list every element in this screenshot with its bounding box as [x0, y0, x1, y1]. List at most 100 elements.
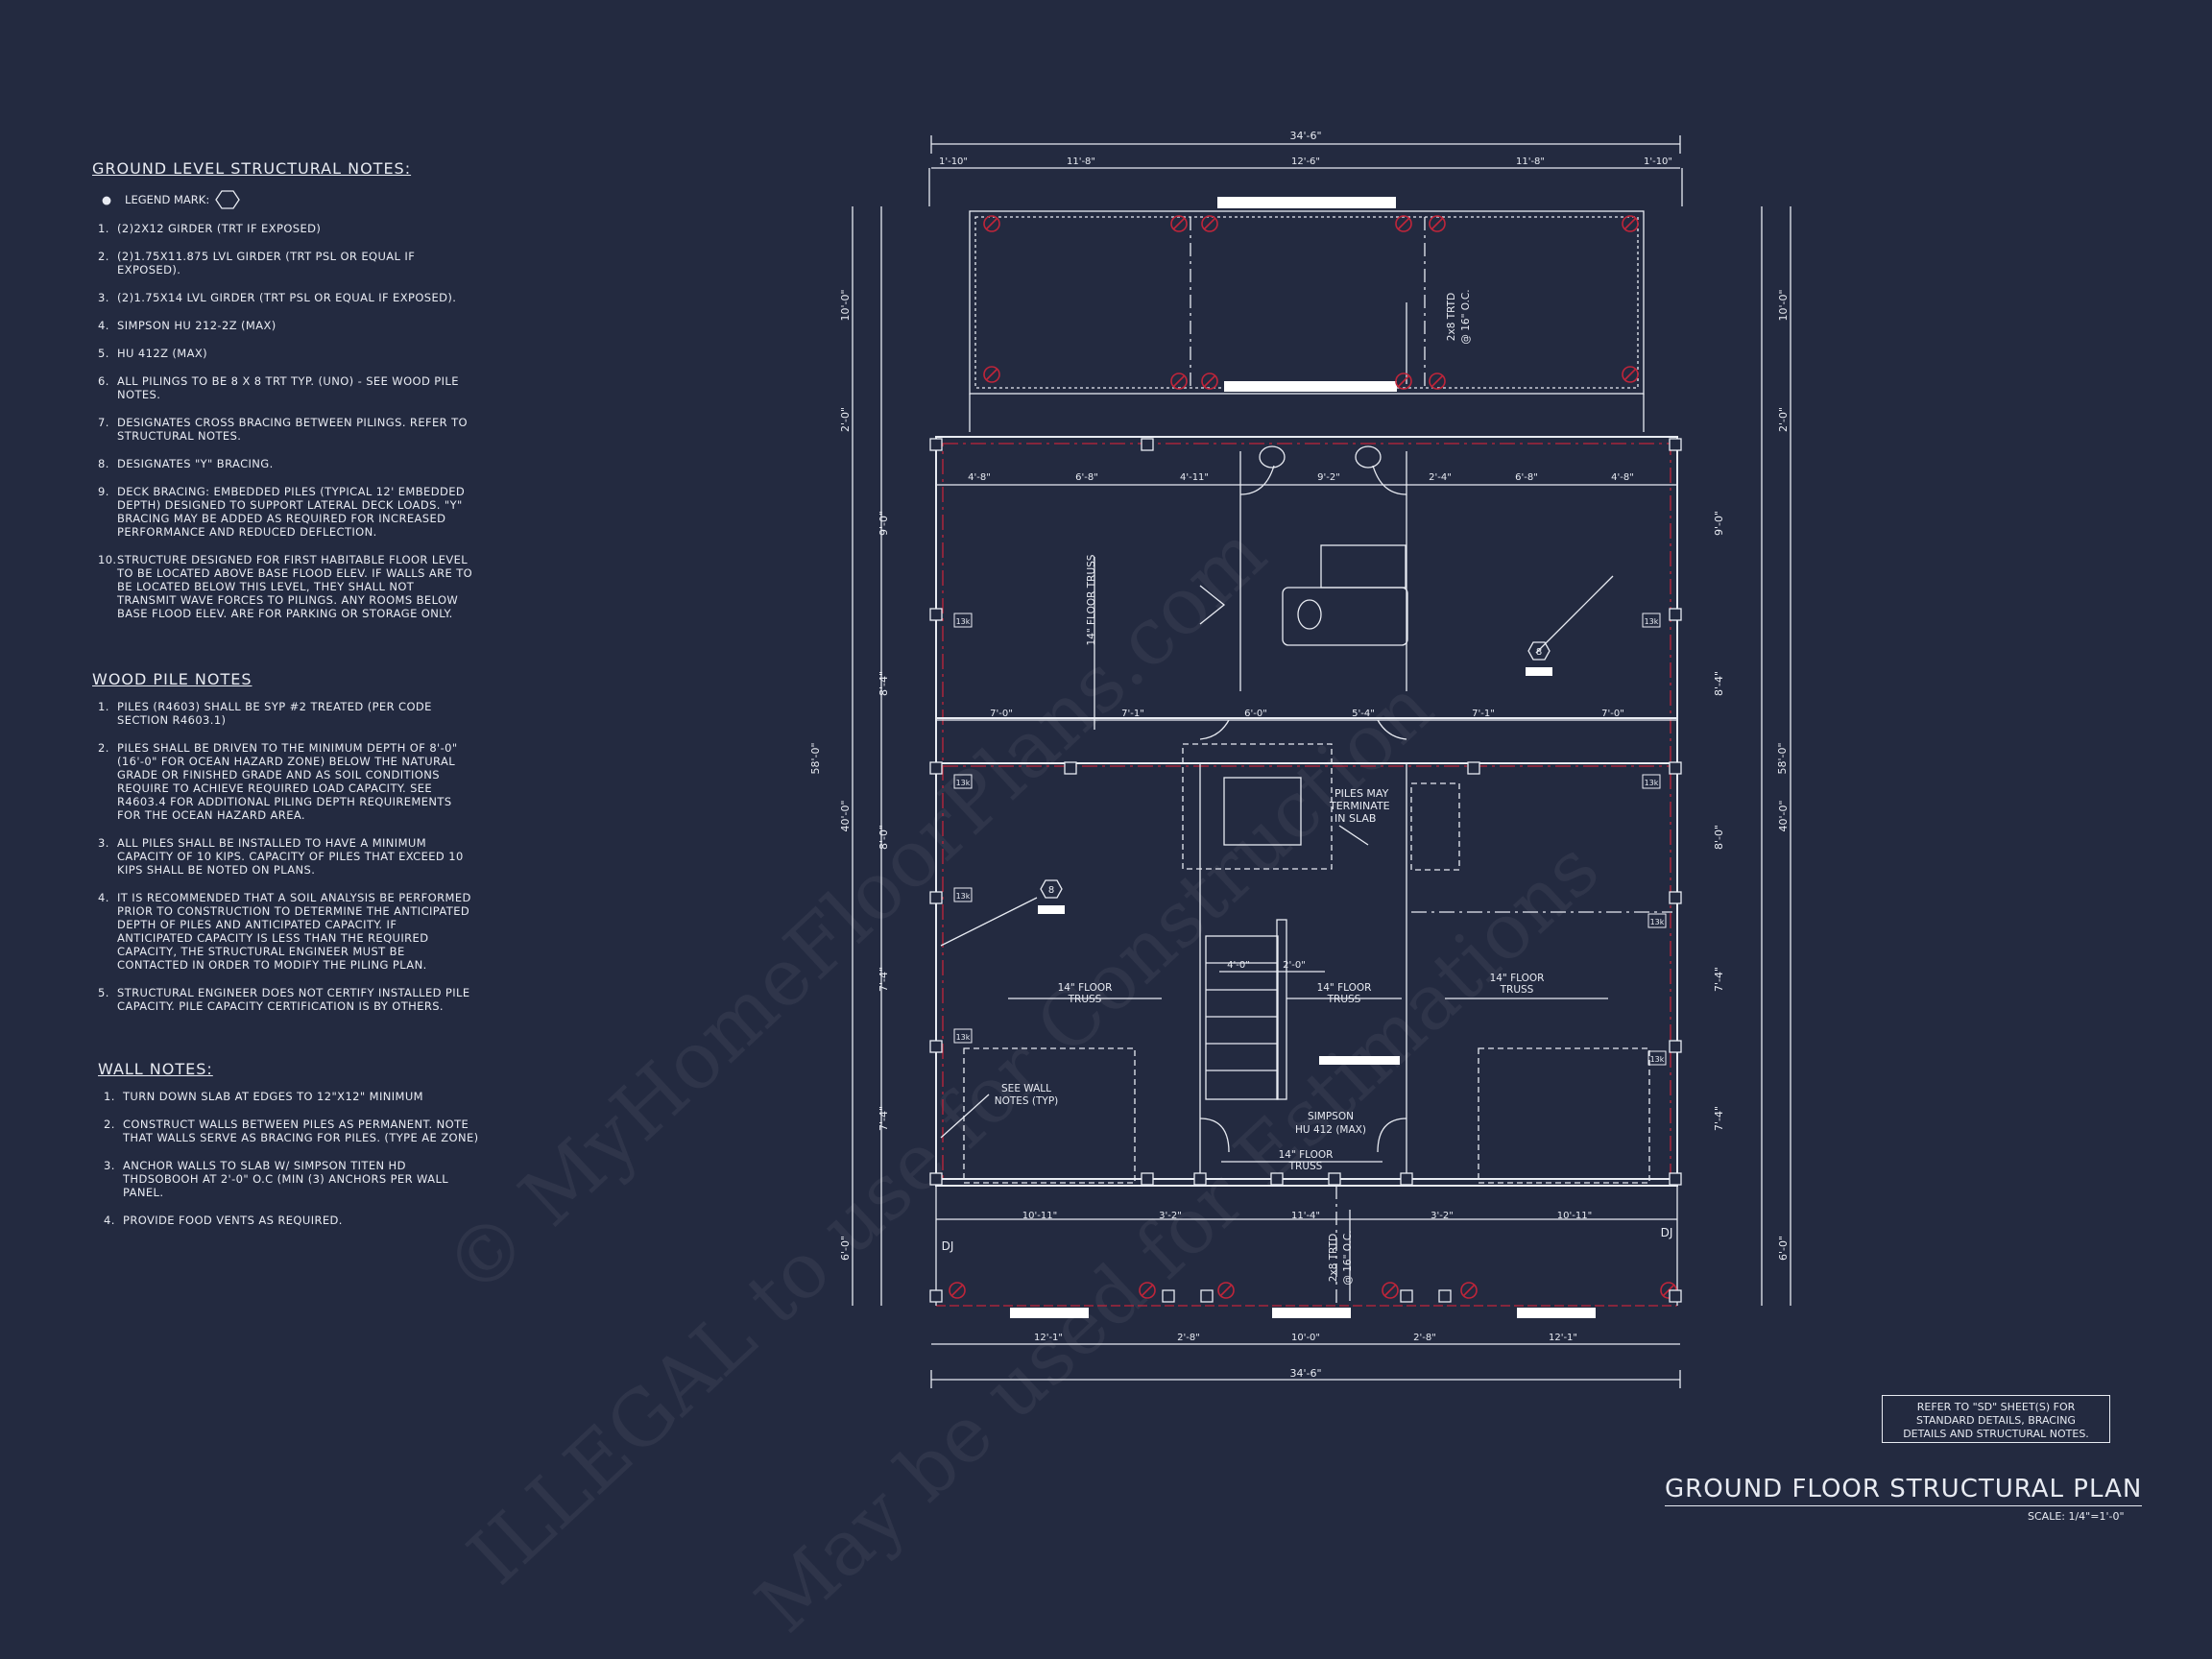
ground-note-item: 5. HU 412Z (MAX): [92, 347, 476, 360]
deck-joist-label: 2x8 TRTD: [1446, 293, 1457, 341]
note-number: 2.: [98, 741, 109, 755]
dimension-label: 10'-0": [839, 289, 852, 321]
dimension-label: 1'-10": [939, 156, 968, 167]
bracing-mark-icon: [1203, 374, 1216, 388]
piles-terminate-label: TERMINATE: [1329, 800, 1390, 812]
reference-note-line: DETAILS AND STRUCTURAL NOTES.: [1903, 1428, 2089, 1440]
dimension-label: 9'-0": [878, 511, 890, 536]
bracing-mark-icon: [1141, 1284, 1154, 1297]
dimension-label: 12'-1": [1034, 1333, 1063, 1343]
bracing-mark-icon: [985, 217, 998, 230]
dimension-label: 2'-0": [839, 407, 852, 432]
dimension-label: 2'-0": [1777, 407, 1790, 432]
note-number: 1.: [98, 222, 109, 235]
label-mask: [1319, 1056, 1400, 1065]
dimension-label: 4'-0": [1227, 960, 1250, 971]
see-wall-label: NOTES (TYP): [995, 1095, 1059, 1107]
beam-tag-13k: [953, 774, 973, 789]
pile-marker: [1193, 1172, 1207, 1186]
bracing-mark-icon: [1219, 1284, 1233, 1297]
pile-marker: [1669, 1172, 1682, 1186]
pile-marker: [929, 761, 943, 775]
pile-marker: [1669, 761, 1682, 775]
bracing-mark-icon: [1395, 373, 1412, 390]
pile-marker: [1669, 1040, 1682, 1053]
overall-depth-label: 58'-0": [1776, 742, 1789, 774]
pile-marker: [929, 1040, 943, 1053]
note-text: PROVIDE FOOD VENTS AS REQUIRED.: [123, 1214, 343, 1227]
pile-marker: [1467, 761, 1480, 775]
bracing-mark-icon: [1203, 217, 1216, 230]
wood-note-item: 1.PILES (R4603) SHALL BE SYP #2 TREATED …: [92, 700, 476, 727]
dimension-label: 11'-8": [1516, 156, 1545, 167]
note-text: SIMPSON HU 212-2Z (MAX): [117, 319, 276, 332]
wood-note-item: 2.PILES SHALL BE DRIVEN TO THE MINIMUM D…: [92, 741, 476, 822]
dimension-label: 6'-8": [1075, 472, 1098, 483]
dimension-label: 40'-0": [839, 800, 852, 831]
dimension-label: 8'-4": [878, 671, 890, 696]
bracing-mark-icon: [1170, 373, 1188, 390]
wall-notes-list: 1.TURN DOWN SLAB AT EDGES TO 12"X12" MIN…: [98, 1090, 482, 1227]
wood-notes-list: 1.PILES (R4603) SHALL BE SYP #2 TREATED …: [92, 700, 476, 1013]
dimension-label: 10'-11": [1557, 1211, 1592, 1221]
hexagon-mark-label: 8: [1536, 647, 1542, 658]
beam-tag-13k-label: 13k: [956, 1033, 971, 1042]
overall-width-label: 34'-6": [1289, 1367, 1321, 1380]
sheet-scale: SCALE: 1/4"=1'-0": [2028, 1510, 2125, 1523]
pile-marker: [1400, 1289, 1413, 1303]
dimension-label: 6'-8": [1515, 472, 1538, 483]
dimension-label: 7'-4": [878, 967, 890, 992]
pile-marker: [1270, 1172, 1284, 1186]
reference-note-line: REFER TO "SD" SHEET(S) FOR: [1916, 1401, 2076, 1413]
dimension-label: 8'-4": [1713, 671, 1725, 696]
beam-tag-13k-label: 13k: [1645, 779, 1659, 787]
wall-note-item: 3.ANCHOR WALLS TO SLAB W/ SIMPSON TITEN …: [98, 1159, 482, 1199]
simpson-label: HU 412 (MAX): [1295, 1124, 1366, 1136]
dimension-label: 2'-4": [1429, 472, 1452, 483]
bracing-mark-icon: [1382, 1282, 1399, 1299]
note-number: 9.: [98, 485, 109, 498]
floor-truss-label: 14" FLOOR: [1058, 982, 1113, 994]
beam-tag-13k-label: 13k: [1650, 918, 1665, 926]
dimension-label: 2'-8": [1177, 1333, 1200, 1343]
note-number: 3.: [98, 836, 109, 850]
floor-truss-label: 14" FLOOR: [1317, 982, 1372, 994]
simpson-label: SIMPSON: [1308, 1111, 1354, 1122]
note-text: STRUCTURE DESIGNED FOR FIRST HABITABLE F…: [117, 553, 473, 620]
note-number: 8.: [98, 457, 109, 470]
bracing-mark-icon: [1623, 368, 1637, 381]
ground-note-item: 7.DESIGNATES CROSS BRACING BETWEEN PILIN…: [92, 416, 476, 443]
note-text: DESIGNATES "Y" BRACING.: [117, 457, 274, 470]
wood-note-item: 3.ALL PILES SHALL BE INSTALLED TO HAVE A…: [92, 836, 476, 877]
pile-marker: [1669, 891, 1682, 904]
note-text: ALL PILINGS TO BE 8 x 8 TRT TYP. (UNO) -…: [117, 374, 459, 401]
dimension-label: 8'-0": [1713, 825, 1725, 850]
note-text: (2)1.75X14 LVL GIRDER (TRT PSL OR EQUAL …: [117, 291, 457, 304]
bracing-mark-icon: [1431, 217, 1444, 230]
deck-joist-label: @ 16" O.C.: [1342, 1230, 1354, 1285]
label-mask: [1224, 381, 1397, 392]
overall-depth-label: 58'-0": [809, 742, 822, 774]
wood-note-item: 4.IT IS RECOMMENDED THAT A SOIL ANALYSIS…: [92, 891, 476, 972]
note-text: HU 412Z (MAX): [117, 347, 208, 360]
note-text: DECK BRACING: EMBEDDED PILES (TYPICAL 12…: [117, 485, 466, 539]
legend-label: LEGEND MARK:: [125, 193, 210, 206]
label-mask: [1010, 1308, 1089, 1318]
note-number: 2.: [98, 250, 109, 263]
floor-truss-label: 14" FLOOR: [1279, 1149, 1334, 1161]
pile-marker: [1438, 1289, 1452, 1303]
bracing-mark-icon: [1201, 373, 1218, 390]
floor-truss-label: 14" FLOOR TRUSS: [1086, 554, 1097, 645]
bracing-mark-icon: [1397, 374, 1410, 388]
note-number: 5.: [98, 347, 109, 360]
dimension-label: 10'-11": [1022, 1211, 1057, 1221]
wall-note-item: 4.PROVIDE FOOD VENTS AS REQUIRED.: [98, 1214, 482, 1227]
beam-tag-13k-label: 13k: [1650, 1055, 1665, 1064]
dimension-label: 40'-0": [1777, 800, 1790, 831]
hexagon-mark-icon: [1040, 879, 1063, 899]
dimension-label: 7'-4": [1713, 967, 1725, 992]
beam-tag-13k: [1647, 913, 1667, 928]
wood-pile-notes-title: WOOD PILE NOTES: [92, 670, 252, 688]
piles-terminate-label: PILES MAY: [1334, 787, 1389, 800]
